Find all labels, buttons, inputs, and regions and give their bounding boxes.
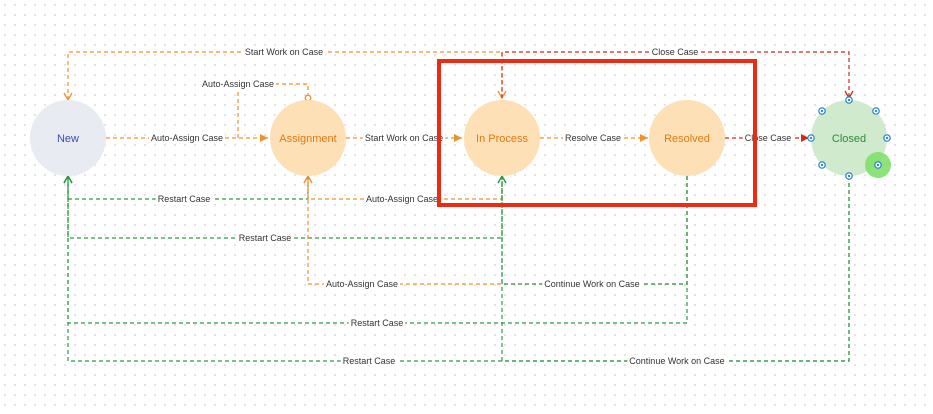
edge-label-background (148, 132, 226, 144)
edge-line[interactable] (501, 51, 850, 98)
edge-label-text: Restart Case (158, 194, 211, 204)
node-label: Closed (832, 133, 866, 145)
edge-label-new-inprocess[interactable]: Start Work on Case (242, 46, 326, 58)
edge-label-text: Resolve Case (565, 133, 621, 143)
edge-label-text: Start Work on Case (245, 47, 323, 57)
edge-inprocess-new[interactable] (63, 174, 503, 239)
edge-label-assignment-new[interactable]: Restart Case (155, 193, 213, 205)
edge-arrowhead (640, 134, 648, 142)
edge-label-inprocess-assignment[interactable]: Auto-Assign Case (363, 193, 441, 205)
edge-label-text: Auto-Assign Case (202, 79, 274, 89)
edge-label-background (155, 193, 213, 205)
node-new[interactable]: New (30, 100, 106, 176)
edge-label-text: Restart Case (343, 356, 396, 366)
edge-line[interactable] (307, 176, 688, 285)
edge-resolved-inprocess[interactable] (497, 174, 688, 285)
edge-label-text: Start Work on Case (365, 133, 443, 143)
edge-line[interactable] (501, 176, 688, 285)
node-circle[interactable] (270, 100, 346, 176)
node-label: Assignment (279, 133, 336, 145)
edge-label-new-assignment[interactable]: Auto-Assign Case (148, 132, 226, 144)
edge-label-background (542, 278, 642, 290)
connection-handle-dot (876, 163, 880, 167)
edge-label-background (363, 193, 441, 205)
edge-label-resolved-closed[interactable]: Close Case (742, 132, 794, 144)
edge-resolved-assignment[interactable] (303, 174, 688, 285)
edge-label-background (323, 278, 401, 290)
edge-label-background (562, 132, 624, 144)
connection-handle-dot (820, 109, 824, 113)
connection-handle-dot (809, 136, 813, 140)
edge-label-text: Close Case (652, 47, 699, 57)
edge-label-text: Auto-Assign Case (326, 279, 398, 289)
nodes-layer: New Assignment In Process Resolved Closed (30, 96, 891, 180)
edge-label-background (362, 132, 446, 144)
edge-label-inprocess-closed[interactable]: Close Case (649, 46, 701, 58)
edge-label-inprocess-new[interactable]: Restart Case (236, 232, 294, 244)
edge-label-text: Auto-Assign Case (151, 133, 223, 143)
edge-label-text: Continue Work on Case (629, 356, 724, 366)
connection-handle-dot (885, 136, 889, 140)
connection-handle-dot (847, 174, 851, 178)
edge-line[interactable] (67, 51, 503, 100)
edge-label-text: Auto-Assign Case (366, 194, 438, 204)
selection-highlight-box (437, 59, 757, 207)
edge-inprocess-resolved[interactable] (540, 134, 648, 142)
edge-label-background (649, 46, 701, 58)
node-label: Resolved (664, 133, 710, 145)
edge-label-text: Close Case (745, 133, 792, 143)
node-resolved[interactable]: Resolved (649, 100, 725, 176)
edge-label-inprocess-resolved[interactable]: Resolve Case (562, 132, 624, 144)
edge-label-text: Restart Case (239, 233, 292, 243)
node-label: In Process (476, 133, 528, 145)
connection-handles (807, 96, 891, 180)
edge-label-background (627, 355, 727, 367)
edge-label-assignment-inprocess[interactable]: Start Work on Case (362, 132, 446, 144)
edge-label-background (348, 317, 406, 329)
edge-label-assignment-self[interactable]: Auto-Assign Case (199, 78, 277, 90)
edge-inprocess-closed[interactable] (501, 51, 854, 100)
node-closed[interactable]: Closed (807, 96, 891, 180)
edge-label-background (236, 232, 294, 244)
edge-label-resolved-assignment[interactable]: Auto-Assign Case (323, 278, 401, 290)
node-circle[interactable] (649, 100, 725, 176)
edge-label-closed-new[interactable]: Restart Case (340, 355, 398, 367)
edge-label-closed-inprocess[interactable]: Continue Work on Case (627, 355, 727, 367)
node-circle[interactable] (30, 100, 106, 176)
edge-label-text: Restart Case (351, 318, 404, 328)
node-inprocess[interactable]: In Process (464, 100, 540, 176)
edge-label-background (199, 78, 277, 90)
edge-arrowhead (801, 134, 809, 142)
edge-label-resolved-inprocess[interactable]: Continue Work on Case (542, 278, 642, 290)
node-label: New (57, 133, 79, 145)
edge-arrowhead (454, 134, 462, 142)
connection-handle-dot (874, 109, 878, 113)
node-circle[interactable] (464, 100, 540, 176)
edge-label-background (242, 46, 326, 58)
edge-arrowhead (260, 134, 268, 142)
edge-label-background (340, 355, 398, 367)
connection-handle-dot (847, 98, 851, 102)
connection-handle-dot (820, 163, 824, 167)
edge-label-text: Continue Work on Case (544, 279, 639, 289)
edge-label-resolved-new[interactable]: Restart Case (348, 317, 406, 329)
edge-endpoint (304, 94, 312, 102)
node-assignment[interactable]: Assignment (270, 100, 346, 176)
edge-line[interactable] (67, 176, 503, 239)
